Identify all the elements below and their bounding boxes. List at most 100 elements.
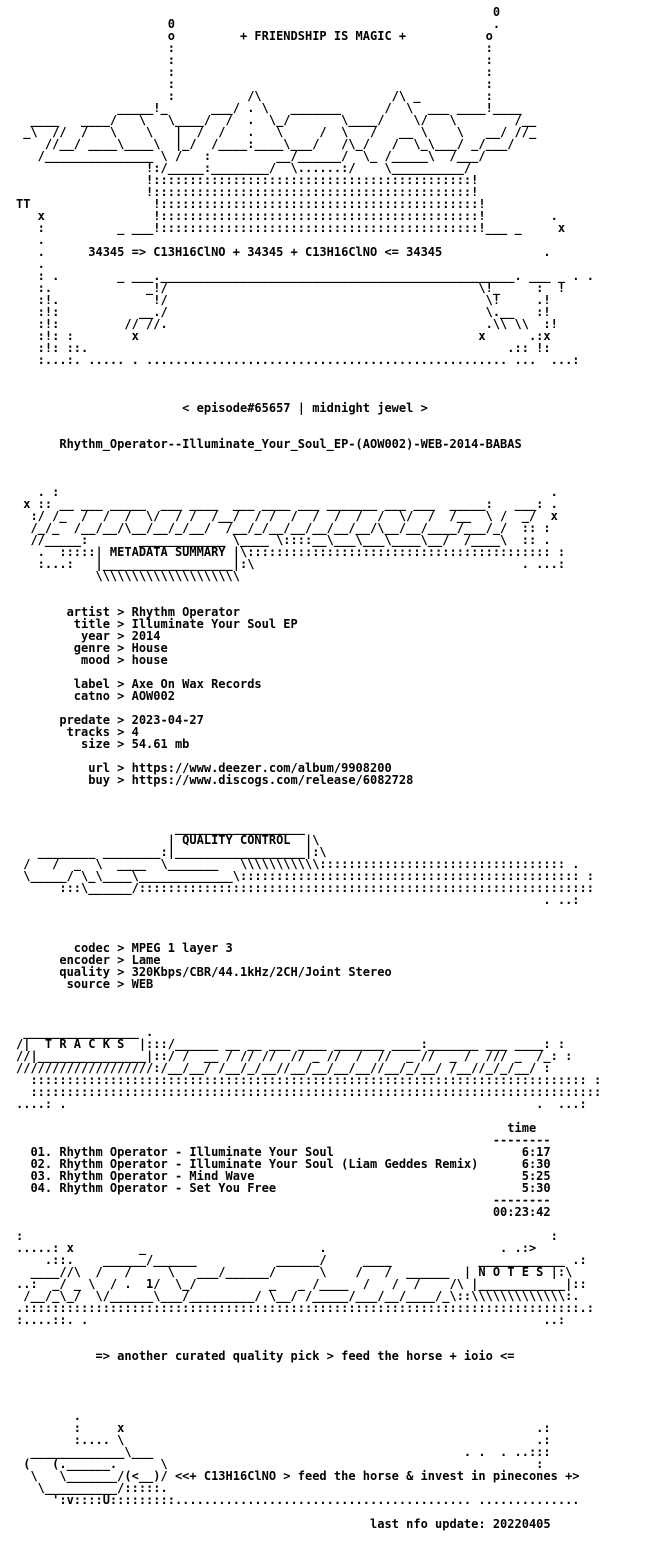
nfo-line: size > 54.61 mb <box>16 737 190 751</box>
nfo-line <box>16 378 636 390</box>
nfo-line <box>16 798 636 810</box>
nfo-line: . : . <box>16 485 558 499</box>
nfo-line: codec > MPEG 1 layer 3 <box>16 941 233 955</box>
nfo-line: . <box>16 257 45 271</box>
nfo-line: year > 2014 <box>16 629 161 643</box>
nfo-line: /_______________ \ / : __/______/ \_ /__… <box>16 149 486 163</box>
nfo-line: 01. Rhythm Operator - Illuminate Your So… <box>16 1145 551 1159</box>
nfo-line: //|_______________|::/ / __ / // // // _… <box>16 1049 573 1063</box>
nfo-line: :...:. ..... . .........................… <box>16 353 580 367</box>
nfo-line: label > Axe On Wax Records <box>16 677 262 691</box>
nfo-line: ..: _/ _ \ / . 1/ \_/ _ _ /____ / / / /\… <box>16 1277 587 1291</box>
nfo-line: :/ /_ / / / \/ / / /__/ / / / / / / / \/… <box>16 509 558 523</box>
nfo-line: . <box>16 233 45 247</box>
nfo-line: //_____: ____________ \____ \::::__\___\… <box>16 533 551 547</box>
nfo-line: ///////////////////:/__/__/ /__/_/__//__… <box>16 1061 551 1075</box>
nfo-line: :!. !/ \! .! <box>16 293 551 307</box>
nfo-line: \ \_______/(<__)/ <<+ C13H16ClNO > feed … <box>16 1469 580 1483</box>
nfo-line: : : <box>16 77 493 91</box>
nfo-line: . ..: <box>16 893 580 907</box>
nfo-line: : : <box>16 53 493 67</box>
nfo-line: : x .: <box>16 1421 551 1435</box>
nfo-line: _____!_ ___/ . \ _______ / \ ___ ____!__… <box>16 101 522 115</box>
nfo-line: _____________\___ . . . ..::: <box>16 1445 551 1459</box>
nfo-line: 0 . <box>16 17 501 31</box>
nfo-line: 0 <box>16 5 501 19</box>
nfo-line: ....: . . ...: <box>16 1097 587 1111</box>
nfo-line: source > WEB <box>16 977 154 991</box>
nfo-line: __________________ <box>16 821 305 835</box>
nfo-line: ____//\ / / \ ___/______/ \ / / ______ |… <box>16 1265 573 1279</box>
nfo-line: url > https://www.deezer.com/album/99082… <box>16 761 392 775</box>
nfo-line: TT !::::::::::::::::::::::::::::::::::::… <box>16 197 486 211</box>
nfo-line: genre > House <box>16 641 168 655</box>
nfo-line: predate > 2023-04-27 <box>16 713 204 727</box>
nfo-line: ::::::::::::::::::::::::::::::::::::::::… <box>16 1073 602 1087</box>
nfo-line: mood > house <box>16 653 168 667</box>
nfo-line <box>16 450 636 462</box>
nfo-line <box>16 1326 636 1338</box>
nfo-line: => another curated quality pick > feed t… <box>16 1349 515 1363</box>
nfo-line: 04. Rhythm Operator - Set You Free 5:30 <box>16 1181 551 1195</box>
nfo-line: !:::::::::::::::::::::::::::::::::::::::… <box>16 185 479 199</box>
nfo-line: 02. Rhythm Operator - Illuminate Your So… <box>16 1157 551 1171</box>
nfo-line: ____ ____/ \ \____/ / . \_/ \____/ \/ \ … <box>16 113 537 127</box>
nfo-line: : /\ /\ _ : <box>16 89 493 103</box>
nfo-line: / / _ \ ____ \_______ \\\\\\\\\\\:::::::… <box>16 857 580 871</box>
nfo-line <box>16 582 636 594</box>
nfo-line: -------- <box>16 1193 551 1207</box>
nfo-line: :!: __./ \.__ :! <box>16 305 551 319</box>
nfo-line: < episode#65657 | midnight jewel > <box>16 401 428 415</box>
nfo-line: : : <box>16 65 493 79</box>
nfo-line: x !:::::::::::::::::::::::::::::::::::::… <box>16 209 558 223</box>
nfo-line: \__________/:::::. <box>16 1481 168 1495</box>
nfo-line <box>16 1398 636 1410</box>
nfo-line: 03. Rhythm Operator - Mind Wave 5:25 <box>16 1169 551 1183</box>
nfo-line: artist > Rhythm Operator <box>16 605 240 619</box>
nfo-line: ':v::::U:::::::::.......................… <box>16 1493 580 1507</box>
nfo-line: : _ ___!::::::::::::::::::::::::::::::::… <box>16 221 566 235</box>
nfo-line: -------- <box>16 1133 551 1147</box>
nfo-line: encoder > Lame <box>16 953 161 967</box>
nfo-line: :...: |__________________|:\ . ...: <box>16 557 566 571</box>
nfo-line: /_/_ /__/__/\__/__/_/__/ /__/_/__/__/__/… <box>16 521 551 535</box>
nfo-line <box>16 1002 636 1014</box>
nfo-line: :.... \ .: <box>16 1433 551 1447</box>
nfo-line: quality > 320Kbps/CBR/44.1kHz/2CH/Joint … <box>16 965 392 979</box>
nfo-line: Rhythm_Operator--Illuminate_Your_Soul_EP… <box>16 437 522 451</box>
nfo-line <box>16 906 636 918</box>
nfo-line: \_____/ \_\____\_____________\::::::::::… <box>16 869 594 883</box>
nfo-line <box>16 1374 636 1386</box>
nfo-line: 00:23:42 <box>16 1205 551 1219</box>
nfo-line: title > Illuminate Your Soul EP <box>16 617 298 631</box>
nfo-line: :!: : x x .:x <box>16 329 551 343</box>
nfo-line: ( (.______. \ : <box>16 1457 544 1471</box>
nfo-line: . 34345 => C13H16ClNO + 34345 + C13H16Cl… <box>16 245 551 259</box>
nfo-line <box>16 366 636 378</box>
nfo-line: | QUALITY CONTROL |\ <box>16 833 320 847</box>
nfo-line: ::::::::::::::::::::::::::::::::::::::::… <box>16 1085 602 1099</box>
nfo-line: last nfo update: 20220405 <box>16 1517 551 1531</box>
nfo-line: .....: x _ . . .:> <box>16 1241 537 1255</box>
nfo-line: :....::. . ..: <box>16 1313 566 1327</box>
nfo-line: time <box>16 1121 537 1135</box>
nfo-line: _\ // / \ \ | / / . \ / \ / __ \ \ __/ /… <box>16 125 537 139</box>
nfo-line: :!: ::. .:: !: <box>16 341 551 355</box>
nfo-line <box>16 414 636 426</box>
nfo-line: : . _ ___.______________________________… <box>16 269 594 283</box>
nfo-line: .:::::::::::::::::::::::::::::::::::::::… <box>16 1301 594 1315</box>
nfo-line <box>16 990 636 1002</box>
nfo-line: : : <box>16 1229 558 1243</box>
nfo-line: :::\______/:::::::::::::::::::::::::::::… <box>16 881 594 895</box>
nfo-line: :!: // //. .\\ \\ :! <box>16 317 558 331</box>
nfo-line: .::. ______/______ ______/ ____ ________… <box>16 1253 587 1267</box>
nfo-line: buy > https://www.discogs.com/release/60… <box>16 773 414 787</box>
nfo-line: x :: __ ___ _____ ___ ____ ___ ____ ___ … <box>16 497 558 511</box>
nfo-line: /| T R A C K S |:::/______ __ __ ___ ___… <box>16 1037 566 1051</box>
nfo-line: ________________ . <box>16 1025 154 1039</box>
nfo-line <box>16 786 636 798</box>
nfo-line <box>16 462 636 474</box>
nfo-line: : : <box>16 41 493 55</box>
nfo-line: \\\\\\\\\\\\\\\\\\\\ <box>16 569 240 583</box>
nfo-line: /__/_\_/ \/______\___/_________/ \__/ /_… <box>16 1289 580 1303</box>
